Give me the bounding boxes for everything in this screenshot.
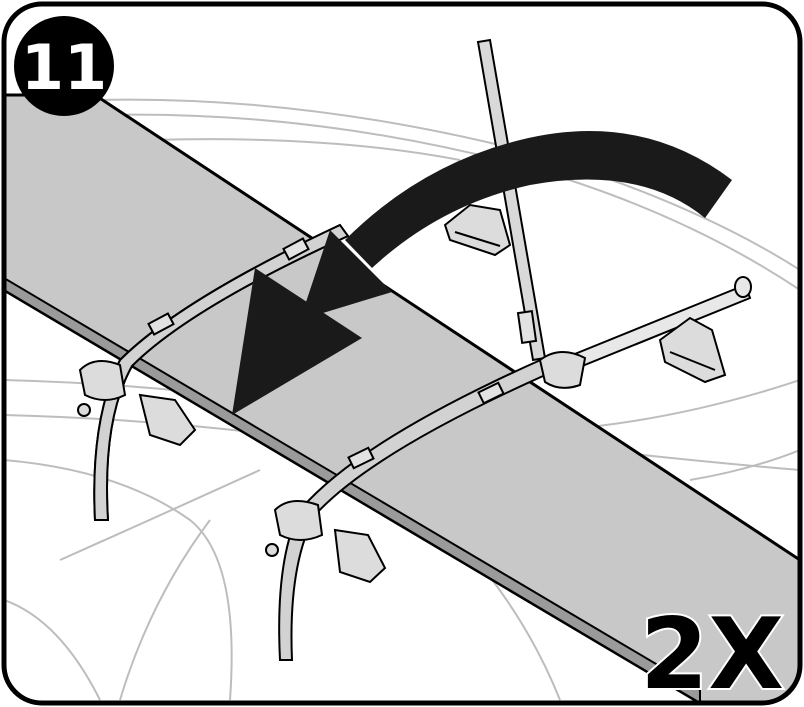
rear-crossbar <box>558 276 752 375</box>
step-number-label: 11 <box>21 31 107 104</box>
curved-arrow-counterclockwise-icon <box>232 131 732 415</box>
rack-clamp-icon <box>77 360 197 447</box>
strap-buckle <box>147 237 538 470</box>
strap-loose-end <box>476 38 547 362</box>
rack-clamp-icon <box>658 316 727 384</box>
rack-clamp-icon <box>265 500 387 584</box>
multiplier-label: 2X <box>640 598 784 707</box>
rack-clamp-icon <box>538 351 587 389</box>
rack-clamp-icon <box>443 203 512 257</box>
board <box>4 93 800 703</box>
step-number-badge: 11 <box>14 16 114 116</box>
